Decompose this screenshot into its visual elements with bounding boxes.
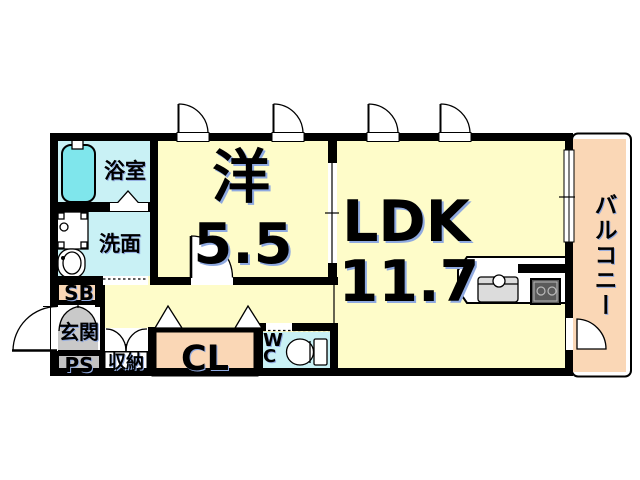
western-room-name: 洋: [211, 143, 270, 211]
shoe-box-label: SB: [64, 281, 94, 305]
wall-west-ldk-bottom: [328, 263, 337, 285]
hallway-floor: [101, 276, 340, 332]
window-top-2: [271, 103, 305, 142]
entrance-label: 玄関: [59, 320, 99, 344]
closet-label: CL: [181, 339, 229, 379]
stove-burner: [547, 286, 557, 296]
west-ldk-sliding-door: [325, 163, 339, 263]
washbasin-faucet-dot: [61, 256, 65, 260]
washer-pan-corner: [57, 241, 65, 249]
wc-door-gap: [266, 323, 292, 331]
shoe-box-doors: [58, 302, 98, 332]
wall-right: [565, 133, 573, 376]
wc-label-w: W: [263, 330, 283, 351]
balcony-window: [559, 149, 575, 243]
washroom-label: 洗面: [99, 232, 141, 256]
window-top-4: [438, 103, 472, 142]
wall-left: [50, 133, 58, 376]
washer-drain-icon: [59, 222, 69, 232]
wc-label: W C: [263, 330, 285, 367]
ldk-name: LDK: [342, 189, 470, 255]
wall-wc-top: [257, 323, 338, 331]
wall-bottom: [50, 368, 573, 376]
western-room-floor: [156, 139, 331, 279]
toilet-bowl: [285, 338, 315, 366]
wall-top: [50, 133, 573, 141]
western-room-size: 5.5: [193, 212, 293, 277]
toilet-tank: [313, 338, 328, 366]
window-top-3: [366, 103, 400, 142]
wall-entrance-ps: [55, 350, 103, 354]
stove-grid: [533, 281, 558, 302]
bath-label: 浴室: [104, 159, 146, 183]
wall-bath-wash: [50, 202, 150, 212]
washer-pan-corner: [80, 241, 88, 249]
wall-sb-side: [95, 278, 105, 307]
balcony-door: [566, 318, 607, 350]
wall-sb-entrance: [55, 301, 103, 305]
closet-door-triangle: [153, 304, 184, 329]
washbasin-bowl: [62, 251, 82, 275]
wall-bath-west: [150, 133, 158, 285]
window-top-1: [176, 103, 210, 142]
western-room-door: [189, 235, 234, 285]
storage-label: 収納: [108, 352, 144, 373]
wall-cl-wc: [255, 329, 263, 376]
wall-kitchen-stub: [518, 264, 565, 273]
ldk-size: 11.7: [338, 249, 480, 315]
pipe-space-label: PS: [64, 353, 94, 377]
wall-storage-cl: [148, 327, 156, 376]
balcony-label: バルコニー: [590, 192, 616, 318]
washroom-door-gap: [103, 276, 148, 285]
bath-door-gap: [110, 203, 148, 211]
entrance-floor: [58, 306, 98, 351]
washer-pan-corner: [80, 212, 88, 220]
room-fills: [55, 132, 632, 378]
stove-burner: [536, 286, 546, 296]
entrance-door: [12, 305, 58, 352]
wall-west-bottom: [150, 277, 338, 285]
wall-west-ldk-top: [328, 139, 337, 163]
washer-pan-corner: [57, 212, 65, 220]
doors-windows: [12, 103, 607, 352]
wall-wash-bottom: [50, 276, 103, 285]
wall-entrance-hall: [100, 305, 105, 352]
walls: [50, 133, 573, 376]
storage-double-doors: [105, 328, 148, 352]
wc-label-c: C: [263, 346, 277, 367]
bathtub-icon: [61, 144, 96, 203]
ldk-floor: [335, 139, 567, 370]
sink-faucet-icon: [492, 274, 506, 288]
closet-door-triangle: [233, 304, 264, 329]
wall-wc-right: [330, 331, 338, 376]
